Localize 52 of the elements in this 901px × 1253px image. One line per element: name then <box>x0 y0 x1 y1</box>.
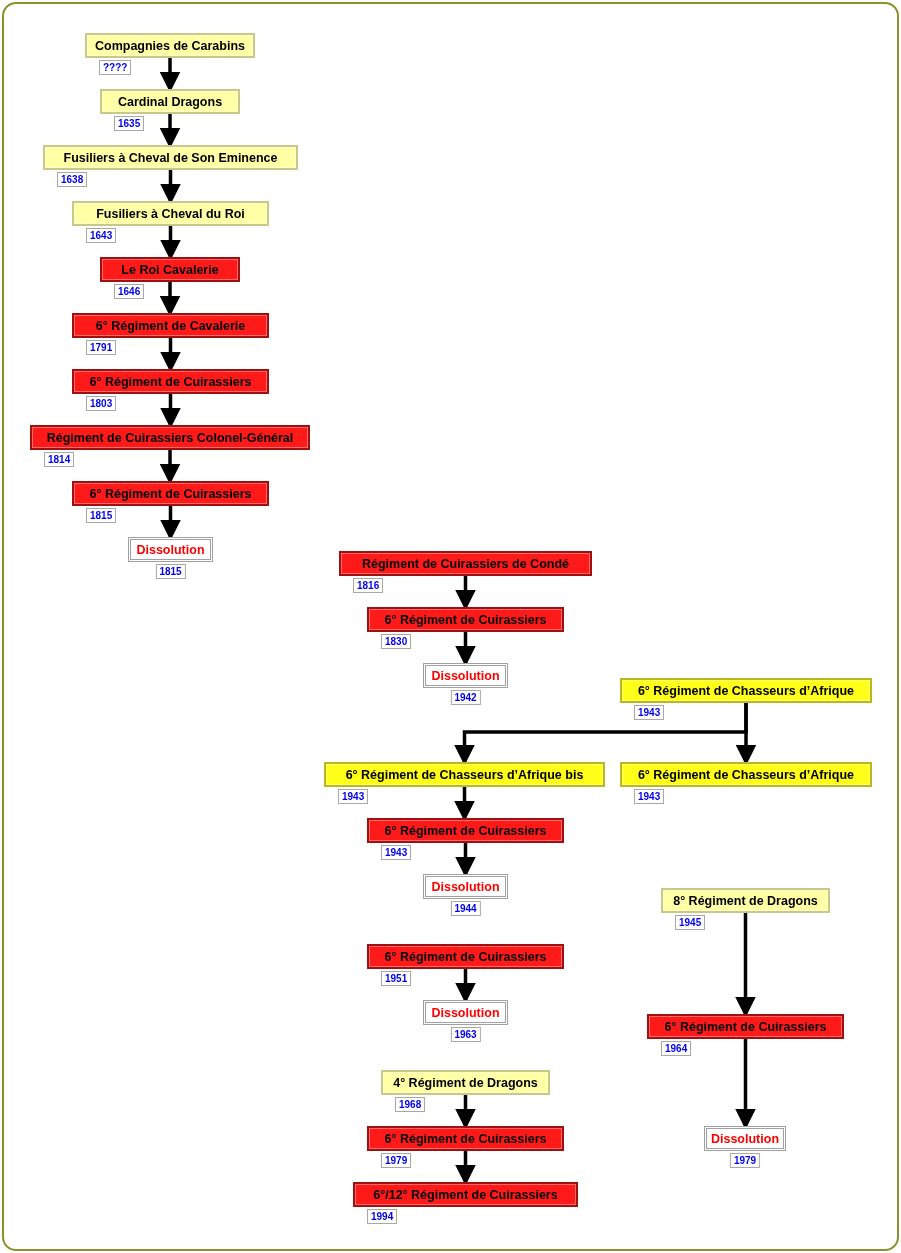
year-tag: 1816 <box>353 578 384 593</box>
unit-box: 6° Régiment de Cavalerie <box>72 313 269 338</box>
unit-box: Compagnies de Carabins <box>85 33 255 58</box>
year-tag: 1979 <box>729 1153 761 1168</box>
unit-box: 6°/12° Régiment de Cuirassiers <box>353 1182 578 1207</box>
year-tag: 1638 <box>57 172 88 187</box>
year-tag: 1646 <box>114 284 145 299</box>
year-tag: 1815 <box>155 564 186 579</box>
year-tag: 1830 <box>381 634 412 649</box>
unit-box: 6° Régiment de Cuirassiers <box>367 1126 564 1151</box>
year-tag: 1791 <box>86 340 117 355</box>
unit-box: 6° Régiment de Chasseurs d’Afrique <box>620 762 872 787</box>
year-tag: 1943 <box>338 789 369 804</box>
year-tag: 1803 <box>86 396 117 411</box>
year-tag: 1943 <box>634 705 665 720</box>
unit-box: Régiment de Cuirassiers Colonel-Général <box>30 425 310 450</box>
year-tag: 1643 <box>86 228 117 243</box>
unit-box: 6° Régiment de Cuirassiers <box>367 607 564 632</box>
year-tag: 1951 <box>381 971 412 986</box>
year-tag: 1963 <box>450 1027 481 1042</box>
unit-box: Dissolution <box>423 1000 508 1025</box>
unit-box: 6° Régiment de Cuirassiers <box>72 481 269 506</box>
year-tag: 1944 <box>450 901 481 916</box>
unit-box: Fusiliers à Cheval de Son Eminence <box>43 145 298 170</box>
year-tag: 1964 <box>661 1041 692 1056</box>
year-tag: 1815 <box>86 508 117 523</box>
year-tag: 1942 <box>450 690 481 705</box>
year-tag: 1635 <box>114 116 145 131</box>
unit-box: 4° Régiment de Dragons <box>381 1070 550 1095</box>
unit-box: 6° Régiment de Cuirassiers <box>647 1014 844 1039</box>
unit-box: 6° Régiment de Cuirassiers <box>367 944 564 969</box>
unit-box: Dissolution <box>128 537 213 562</box>
unit-box: 6° Régiment de Chasseurs d’Afrique <box>620 678 872 703</box>
year-tag: 1814 <box>44 452 75 467</box>
unit-box: Dissolution <box>423 874 508 899</box>
year-tag: 1994 <box>367 1209 398 1224</box>
unit-box: 6° Régiment de Cuirassiers <box>72 369 269 394</box>
unit-box: Dissolution <box>704 1126 786 1151</box>
year-tag: 1943 <box>381 845 412 860</box>
unit-box: Cardinal Dragons <box>100 89 240 114</box>
year-tag: ???? <box>99 60 132 75</box>
unit-box: Fusiliers à Cheval du Roi <box>72 201 269 226</box>
unit-box: Dissolution <box>423 663 508 688</box>
unit-box: Régiment de Cuirassiers de Condé <box>339 551 592 576</box>
year-tag: 1979 <box>381 1153 412 1168</box>
unit-box: Le Roi Cavalerie <box>100 257 240 282</box>
unit-box: 6° Régiment de Chasseurs d’Afrique bis <box>324 762 605 787</box>
year-tag: 1945 <box>675 915 706 930</box>
unit-box: 6° Régiment de Cuirassiers <box>367 818 564 843</box>
year-tag: 1968 <box>395 1097 426 1112</box>
unit-box: 8° Régiment de Dragons <box>661 888 830 913</box>
year-tag: 1943 <box>634 789 665 804</box>
